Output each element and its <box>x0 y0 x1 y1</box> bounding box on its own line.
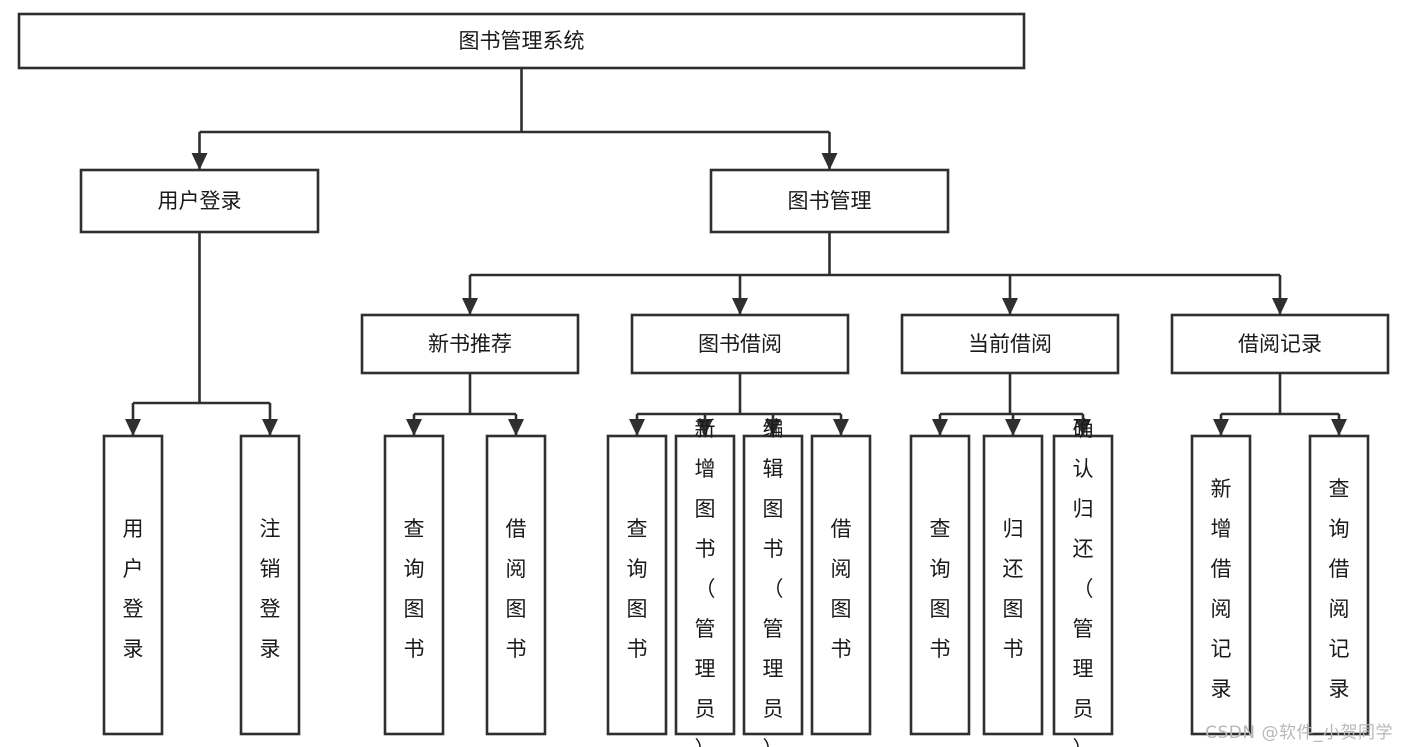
node-leaf-add-record-rect[interactable] <box>1190 434 1252 736</box>
root-branch-arrow-0 <box>191 153 208 170</box>
node-leaf-query-book-3[interactable]: 查询图书 <box>909 434 971 736</box>
node-borrow-record[interactable]: 借阅记录 <box>1170 313 1390 375</box>
node-user-login[interactable]: 用户登录 <box>79 168 320 234</box>
new-book-recommend-branch-arrow-0 <box>406 419 422 436</box>
node-leaf-logout-login-rect[interactable] <box>239 434 301 736</box>
current-borrow-branch-arrow-2 <box>1075 419 1091 436</box>
connector-layer <box>125 68 1347 436</box>
node-leaf-borrow-book-1-rect[interactable] <box>485 434 547 736</box>
node-leaf-query-record[interactable]: 查询借阅记录 <box>1308 434 1370 736</box>
node-book-management[interactable]: 图书管理 <box>709 168 950 234</box>
node-leaf-user-login-label: 用户登录 <box>123 517 144 661</box>
book-borrow-branch-arrow-3 <box>833 419 849 436</box>
node-leaf-return-book[interactable]: 归还图书 <box>982 434 1044 736</box>
borrow-record-branch-arrow-0 <box>1213 419 1229 436</box>
node-new-book-recommend-label: 新书推荐 <box>428 332 512 356</box>
node-leaf-edit-book[interactable]: 编辑图书（管理员） <box>742 417 804 747</box>
node-root-system-label: 图书管理系统 <box>459 29 585 53</box>
node-leaf-borrow-book-1[interactable]: 借阅图书 <box>485 434 547 736</box>
node-leaf-borrow-book-1-label: 借阅图书 <box>506 517 527 661</box>
node-new-book-recommend-rect[interactable] <box>360 313 580 375</box>
node-user-login-rect[interactable] <box>79 168 320 234</box>
book-management-branch-arrow-2 <box>1002 298 1018 315</box>
book-borrow-branch-arrow-2 <box>765 419 781 436</box>
node-current-borrow-label: 当前借阅 <box>968 332 1052 356</box>
node-leaf-query-book-2-rect[interactable] <box>606 434 668 736</box>
book-management-branch-arrow-0 <box>462 298 478 315</box>
book-borrow-branch-arrow-1 <box>697 419 713 436</box>
new-book-recommend-branch-arrow-1 <box>508 419 524 436</box>
node-leaf-query-book-2-label: 查询图书 <box>627 517 648 661</box>
node-new-book-recommend[interactable]: 新书推荐 <box>360 313 580 375</box>
book-borrow-branch-arrow-0 <box>629 419 645 436</box>
node-book-management-label: 图书管理 <box>788 189 872 213</box>
node-book-borrow-rect[interactable] <box>630 313 850 375</box>
book-management-branch-arrow-3 <box>1272 298 1288 315</box>
node-leaf-edit-book-label: 编辑图书（管理员） <box>763 417 784 747</box>
node-leaf-query-book-2[interactable]: 查询图书 <box>606 434 668 736</box>
node-leaf-query-book-3-rect[interactable] <box>909 434 971 736</box>
node-leaf-user-login-rect[interactable] <box>102 434 164 736</box>
node-current-borrow-rect[interactable] <box>900 313 1120 375</box>
node-leaf-edit-book-rect[interactable] <box>742 434 804 736</box>
borrow-record-branch-arrow-1 <box>1331 419 1347 436</box>
node-leaf-query-record-rect[interactable] <box>1308 434 1370 736</box>
node-leaf-query-book-1-label: 查询图书 <box>404 517 425 661</box>
node-leaf-borrow-book-2[interactable]: 借阅图书 <box>810 434 872 736</box>
node-leaf-user-login[interactable]: 用户登录 <box>102 434 164 736</box>
current-borrow-branch-arrow-1 <box>1005 419 1021 436</box>
node-leaf-borrow-book-2-label: 借阅图书 <box>831 517 852 661</box>
user-login-branch-arrow-0 <box>125 419 141 436</box>
root-branch-arrow-1 <box>821 153 838 170</box>
node-leaf-add-record[interactable]: 新增借阅记录 <box>1190 434 1252 736</box>
node-leaf-query-record-label: 查询借阅记录 <box>1329 477 1350 701</box>
node-current-borrow[interactable]: 当前借阅 <box>900 313 1120 375</box>
node-leaf-confirm-return-label: 确认归还（管理员） <box>1073 417 1094 747</box>
node-leaf-query-book-1-rect[interactable] <box>383 434 445 736</box>
node-leaf-confirm-return[interactable]: 确认归还（管理员） <box>1052 417 1114 747</box>
node-book-borrow[interactable]: 图书借阅 <box>630 313 850 375</box>
node-book-borrow-label: 图书借阅 <box>698 332 782 356</box>
node-leaf-add-book-rect[interactable] <box>674 434 736 736</box>
node-borrow-record-label: 借阅记录 <box>1238 332 1322 356</box>
node-leaf-add-record-label: 新增借阅记录 <box>1211 477 1232 701</box>
node-leaf-logout-login-label: 注销登录 <box>260 517 281 661</box>
watermark-label: CSDN @软件_小贺同学 <box>1205 723 1393 743</box>
user-login-branch-arrow-1 <box>262 419 278 436</box>
node-root-system[interactable]: 图书管理系统 <box>17 12 1026 70</box>
node-root-system-rect[interactable] <box>17 12 1026 70</box>
node-leaf-logout-login[interactable]: 注销登录 <box>239 434 301 736</box>
node-book-management-rect[interactable] <box>709 168 950 234</box>
node-leaf-add-book[interactable]: 新增图书（管理员） <box>674 417 736 747</box>
node-leaf-query-book-3-label: 查询图书 <box>930 517 951 661</box>
node-leaf-query-book-1[interactable]: 查询图书 <box>383 434 445 736</box>
book-management-branch-arrow-1 <box>732 298 748 315</box>
node-leaf-return-book-label: 归还图书 <box>1003 517 1024 661</box>
node-leaf-confirm-return-rect[interactable] <box>1052 434 1114 736</box>
node-layer: 图书管理系统用户登录图书管理新书推荐图书借阅当前借阅借阅记录用户登录注销登录查询… <box>17 12 1390 747</box>
node-user-login-label: 用户登录 <box>158 189 242 213</box>
node-leaf-add-book-label: 新增图书（管理员） <box>695 417 716 747</box>
node-borrow-record-rect[interactable] <box>1170 313 1390 375</box>
node-leaf-return-book-rect[interactable] <box>982 434 1044 736</box>
current-borrow-branch-arrow-0 <box>932 419 948 436</box>
node-leaf-borrow-book-2-rect[interactable] <box>810 434 872 736</box>
